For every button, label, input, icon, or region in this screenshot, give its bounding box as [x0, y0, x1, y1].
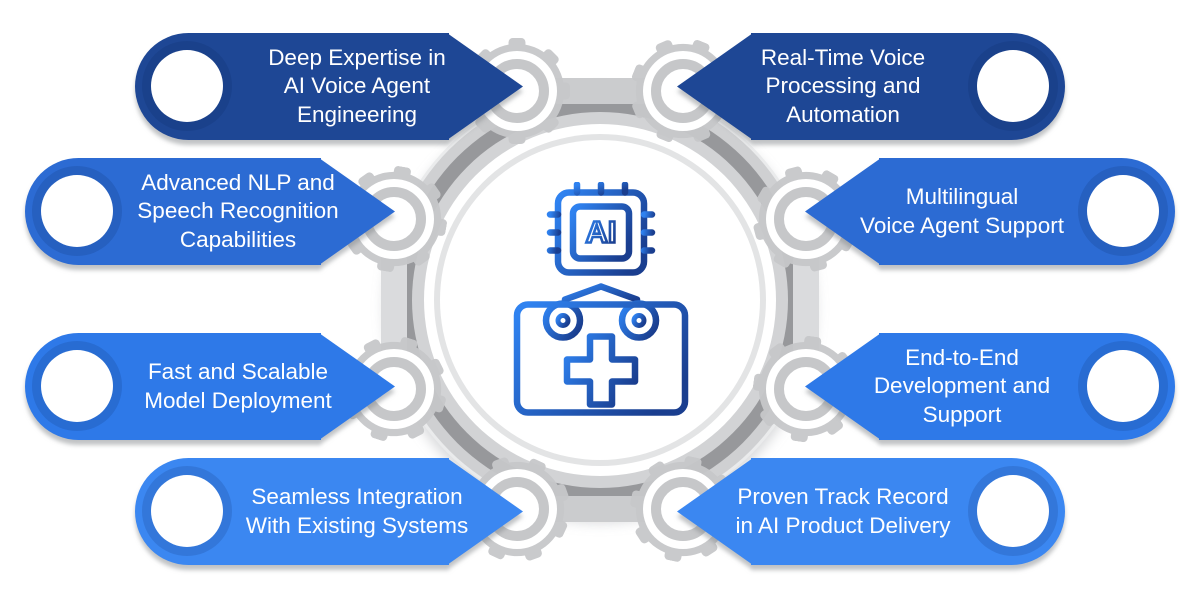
- banner-label: Real-Time Voice Processing and Automatio…: [760, 44, 926, 127]
- banner-label: Multilingual Voice Agent Support: [860, 183, 1064, 238]
- banner-proven-track-record: Proven Track Record in AI Product Delive…: [677, 458, 1065, 565]
- banner-advanced-nlp: Advanced NLP and Speech Recognition Capa…: [25, 158, 395, 265]
- banner-dot: [41, 175, 113, 247]
- banner-multilingual-support: Multilingual Voice Agent Support: [805, 158, 1175, 265]
- banner-dot: [41, 350, 113, 422]
- banner-dot: [151, 475, 223, 547]
- banner-end-to-end: End-to-End Development and Support: [805, 333, 1175, 440]
- banner-seamless-integration: Seamless Integration With Existing Syste…: [135, 458, 523, 565]
- banner-label: Proven Track Record in AI Product Delive…: [735, 483, 951, 538]
- ai-chip-machine-icon: AI: [505, 182, 695, 416]
- connector-node: [477, 51, 557, 131]
- banner-deep-expertise: Deep Expertise in AI Voice Agent Enginee…: [135, 33, 523, 140]
- banner-label: Seamless Integration With Existing Syste…: [245, 483, 469, 538]
- banner-dot: [1087, 350, 1159, 422]
- banner-label: End-to-End Development and Support: [873, 344, 1051, 427]
- banner-fast-deployment: Fast and Scalable Model Deployment: [25, 333, 395, 440]
- banner-label: Deep Expertise in AI Voice Agent Enginee…: [268, 44, 446, 127]
- banner-dot: [1087, 175, 1159, 247]
- banner-dot: [977, 475, 1049, 547]
- banner-label: Advanced NLP and Speech Recognition Capa…: [137, 169, 339, 252]
- banner-dot: [977, 50, 1049, 122]
- banner-realtime-voice: Real-Time Voice Processing and Automatio…: [677, 33, 1065, 140]
- banner-label: Fast and Scalable Model Deployment: [144, 358, 332, 413]
- banner-dot: [151, 50, 223, 122]
- chip-label: AI: [586, 215, 617, 250]
